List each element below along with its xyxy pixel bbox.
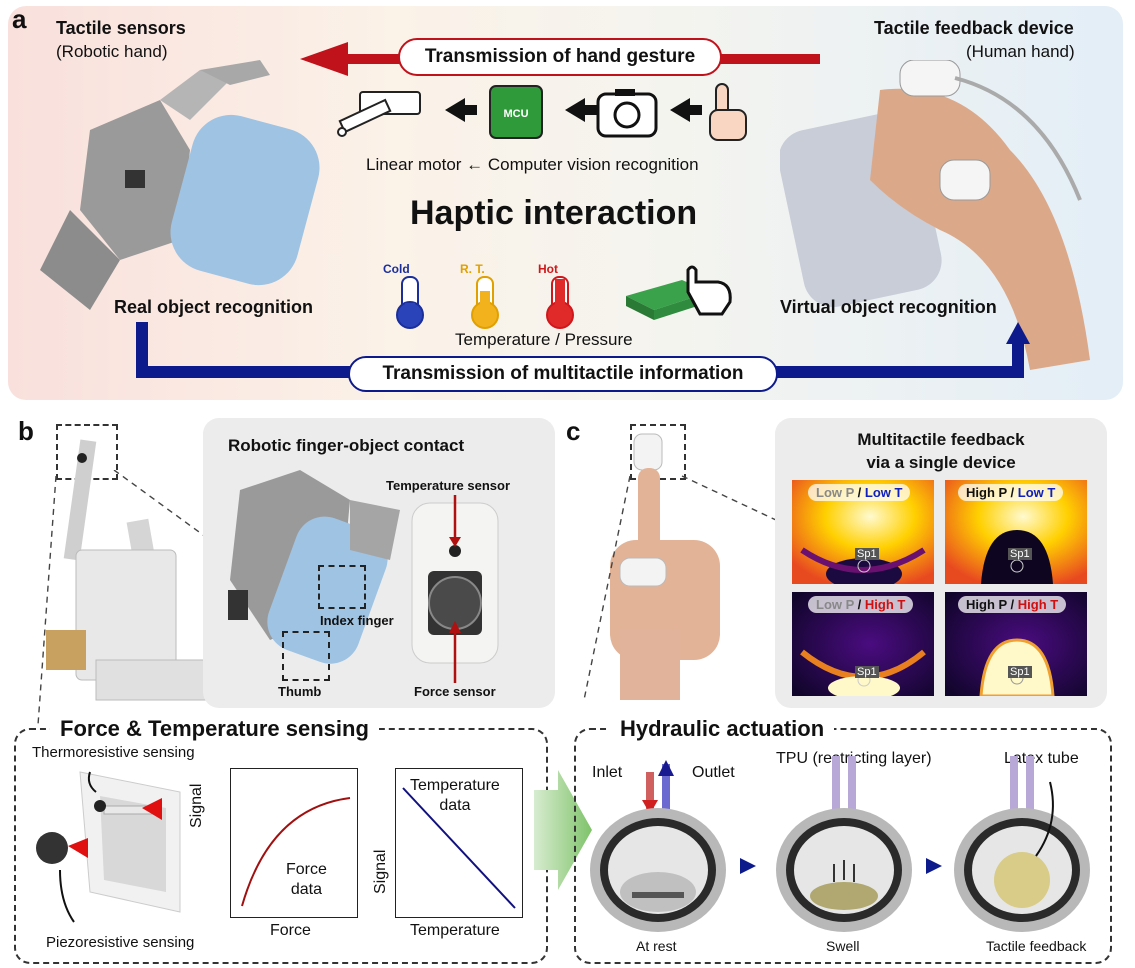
zoom-lines-c xyxy=(583,475,777,701)
stage-label-swell: Swell xyxy=(826,938,860,954)
robot-arm-image xyxy=(46,439,217,701)
rt-thermometer-icon xyxy=(471,276,499,329)
thermal-label-4-t: High T xyxy=(1017,597,1059,612)
feedback-title-2: via a single device xyxy=(866,453,1016,472)
stage-swell-image xyxy=(776,756,912,932)
human-hand-image xyxy=(780,60,1090,370)
mcu-chip-icon: MCU xyxy=(489,85,543,139)
spot-label-3: Sp1 xyxy=(855,666,879,678)
right-subtitle: (Human hand) xyxy=(966,42,1075,61)
arrow-left-icon-3 xyxy=(670,98,690,122)
zoom-lines-b xyxy=(37,470,211,726)
thermal-label-2-t: Low T xyxy=(1017,485,1056,500)
thermal-label-4: High P / High T xyxy=(958,596,1067,613)
robotic-hand-image xyxy=(40,60,320,310)
temp-sensor-label: Temperature sensor xyxy=(386,478,511,493)
spot-label-2: Sp1 xyxy=(1008,548,1032,560)
thumb-label: Thumb xyxy=(278,684,322,699)
cold-thermometer-icon xyxy=(396,276,424,329)
force-plot xyxy=(230,768,358,918)
right-title: Tactile feedback device xyxy=(874,18,1074,38)
thermal-label-3: Low P / High T xyxy=(808,596,914,613)
temperature-plot-inner: Temperature data xyxy=(410,777,500,814)
camera-icon xyxy=(596,89,658,138)
stage-label-feedback: Tactile feedback xyxy=(986,938,1087,954)
left-title: Tactile sensors xyxy=(56,18,186,38)
stage-feedback-image xyxy=(954,756,1090,932)
thermal-label-4-p: High P xyxy=(966,597,1007,612)
haptic-title: Haptic interaction xyxy=(410,194,698,232)
force-plot-xlabel: Force xyxy=(270,922,311,939)
spot-label-1: Sp1 xyxy=(855,548,879,560)
thermal-label-1: Low P / Low T xyxy=(808,484,911,501)
thermal-label-2-p: High P xyxy=(966,485,1007,500)
spot-label-4: Sp1 xyxy=(1008,666,1032,678)
thermometers xyxy=(396,276,574,329)
latex-label: Latex tube xyxy=(1004,750,1079,767)
stage-arrow-2 xyxy=(926,858,942,874)
force-plot-ylabel: Signal xyxy=(188,783,205,828)
sensing-title: Force & Temperature sensing xyxy=(50,716,379,742)
stage-label-at-rest: At rest xyxy=(636,938,677,954)
finger-object-image xyxy=(228,470,400,664)
thermoresistive-label: Thermoresistive sensing xyxy=(32,744,195,761)
real-object-label: Real object recognition xyxy=(114,297,314,317)
rt-label: R. T. xyxy=(460,262,485,276)
force-sensor-label: Force sensor xyxy=(414,684,496,699)
transition-arrow xyxy=(534,770,592,890)
stage-at-rest-image xyxy=(590,760,726,932)
feedback-title-1: Multitactile feedback xyxy=(857,430,1025,449)
thermal-label-3-t: High T xyxy=(864,597,906,612)
sensor-module-image xyxy=(411,495,499,683)
pipeline-icons: MCU xyxy=(337,83,747,141)
temperature-plot-xlabel: Temperature xyxy=(410,922,500,939)
pipeline-caption: Linear motor ← Computer vision recogniti… xyxy=(366,155,699,174)
index-finger-box xyxy=(318,565,366,609)
arrow-left-icon-2 xyxy=(565,98,585,122)
hot-thermometer-icon xyxy=(546,276,574,329)
actuation-title: Hydraulic actuation xyxy=(610,716,835,742)
finger-device-image xyxy=(610,433,720,700)
thumb-box xyxy=(282,631,330,681)
svg-text:MCU: MCU xyxy=(503,108,528,120)
stage-arrow-1 xyxy=(740,858,756,874)
force-plot-inner: Force data xyxy=(286,861,327,898)
thermal-label-1-p: Low P xyxy=(816,485,855,500)
thermal-label-2: High P / Low T xyxy=(958,484,1064,501)
panel-c-letter: c xyxy=(566,416,581,446)
force-plot-curve xyxy=(241,797,351,907)
index-finger-label: Index finger xyxy=(320,613,394,628)
panel-b-letter: b xyxy=(18,416,34,446)
hot-label: Hot xyxy=(538,262,558,276)
contact-title: Robotic finger-object contact xyxy=(228,436,465,455)
panel-a-letter: a xyxy=(12,4,27,34)
press-button-icon xyxy=(626,265,732,320)
virtual-object-label: Virtual object recognition xyxy=(780,297,997,317)
outlet-label: Outlet xyxy=(692,764,735,781)
piezoresistive-label: Piezoresistive sensing xyxy=(46,934,195,951)
linear-motor-icon xyxy=(337,91,421,137)
left-subtitle: (Robotic hand) xyxy=(56,42,168,61)
inlet-label: Inlet xyxy=(592,764,623,781)
actuation-box xyxy=(574,728,1112,964)
thermal-label-3-p: Low P xyxy=(816,597,855,612)
cold-label: Cold xyxy=(383,262,410,276)
pointing-hand-icon xyxy=(709,83,747,141)
arrow-left-icon xyxy=(445,98,465,122)
thermal-label-1-t: Low T xyxy=(864,485,903,500)
temperature-plot-line xyxy=(402,787,516,909)
multitactile-arrow-label: Transmission of multitactile information xyxy=(348,356,778,392)
temperature-plot-ylabel: Signal xyxy=(372,849,389,894)
sensor-exploded-image xyxy=(36,771,181,923)
gesture-arrow-label: Transmission of hand gesture xyxy=(398,38,722,76)
temp-pressure-label: Temperature / Pressure xyxy=(455,330,633,349)
actuation-stages xyxy=(590,756,1090,932)
